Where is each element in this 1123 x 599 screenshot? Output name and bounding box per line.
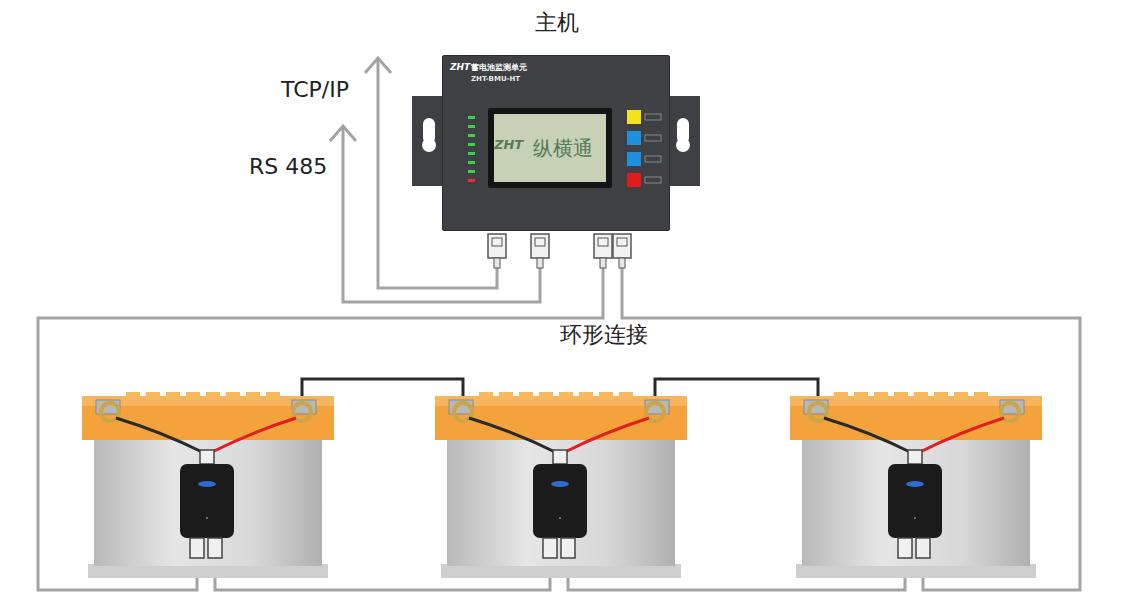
rj-connector <box>488 234 631 268</box>
connection-label: 环形连接 <box>560 322 648 348</box>
device-name: 蓄电池监测单元 <box>471 63 527 73</box>
logo-text: ZHT <box>494 137 523 153</box>
screen-logo-text: 纵横通 <box>533 136 593 160</box>
battery <box>82 392 1042 578</box>
status-led <box>468 116 475 182</box>
ring-wire <box>38 268 1080 590</box>
panel-button <box>627 110 661 187</box>
host-unit: 主机蓄电池监测单元ZHT-BMU-HT纵横通 <box>442 55 670 231</box>
protocol-label: TCP/IP <box>281 77 349 103</box>
model-number: ZHT-BMU-HT <box>471 75 520 83</box>
protocol-label: RS 485 <box>249 154 327 180</box>
node-heading: 主机 <box>443 10 671 36</box>
logo-text: ZHT <box>450 62 470 73</box>
